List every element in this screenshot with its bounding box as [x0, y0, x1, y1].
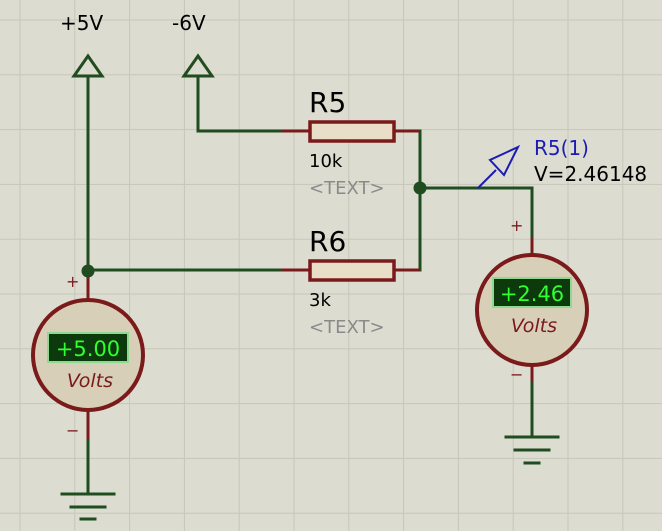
- junction-5v: [81, 264, 95, 278]
- meter-left-unit: Volts: [67, 370, 113, 392]
- probe-arrow-icon: [488, 144, 521, 177]
- probe-reading: V=2.46148: [534, 162, 647, 186]
- terminal-5v-label: +5V: [60, 11, 103, 35]
- r5-body: [308, 120, 396, 143]
- voltmeter-right[interactable]: + +2.46 Volts −: [475, 216, 589, 384]
- pins: [86, 129, 534, 440]
- meter-right-display: +2.46: [500, 282, 564, 306]
- meter-left-minus: −: [66, 421, 79, 440]
- meter-right-unit: Volts: [511, 315, 557, 337]
- resistor-r6[interactable]: R6 3k <TEXT>: [308, 225, 396, 338]
- r6-value: 3k: [309, 290, 331, 311]
- meter-left-display: +5.00: [56, 337, 120, 361]
- r6-body: [308, 259, 396, 282]
- probe-stem: [477, 169, 497, 189]
- voltmeter-left[interactable]: + +5.00 Volts −: [31, 272, 145, 440]
- meter-right-minus: −: [510, 365, 523, 384]
- probe-name: R5(1): [534, 136, 589, 160]
- wires: [86, 74, 534, 496]
- arrow-up-icon: [71, 53, 105, 78]
- meter-left-plus: +: [66, 272, 79, 291]
- meter-right-plus: +: [510, 216, 523, 235]
- wire-node-to-meter: [418, 186, 534, 240]
- meter-left-lcd: [47, 332, 129, 363]
- arrow-up-icon: [181, 53, 215, 78]
- terminal-neg6v-label: -6V: [172, 11, 206, 35]
- r6-text-placeholder: <TEXT>: [309, 317, 385, 338]
- ground-left[interactable]: [60, 492, 116, 521]
- junction-output: [413, 181, 427, 195]
- r5-text-placeholder: <TEXT>: [309, 178, 385, 199]
- terminal-5v[interactable]: +5V: [60, 11, 105, 78]
- voltage-probe[interactable]: R5(1) V=2.46148: [477, 136, 647, 189]
- r6-name: R6: [309, 225, 346, 258]
- resistor-r5[interactable]: R5 10k <TEXT>: [308, 86, 396, 199]
- meter-right-lcd: [492, 277, 572, 308]
- ground-right[interactable]: [504, 435, 560, 465]
- terminal-neg6v[interactable]: -6V: [172, 11, 215, 78]
- wire-r5-out: [392, 129, 422, 272]
- r5-name: R5: [309, 86, 346, 119]
- meter-right-body: [475, 253, 589, 367]
- r5-value: 10k: [309, 151, 343, 172]
- wire-neg6v-to-r5: [196, 74, 312, 133]
